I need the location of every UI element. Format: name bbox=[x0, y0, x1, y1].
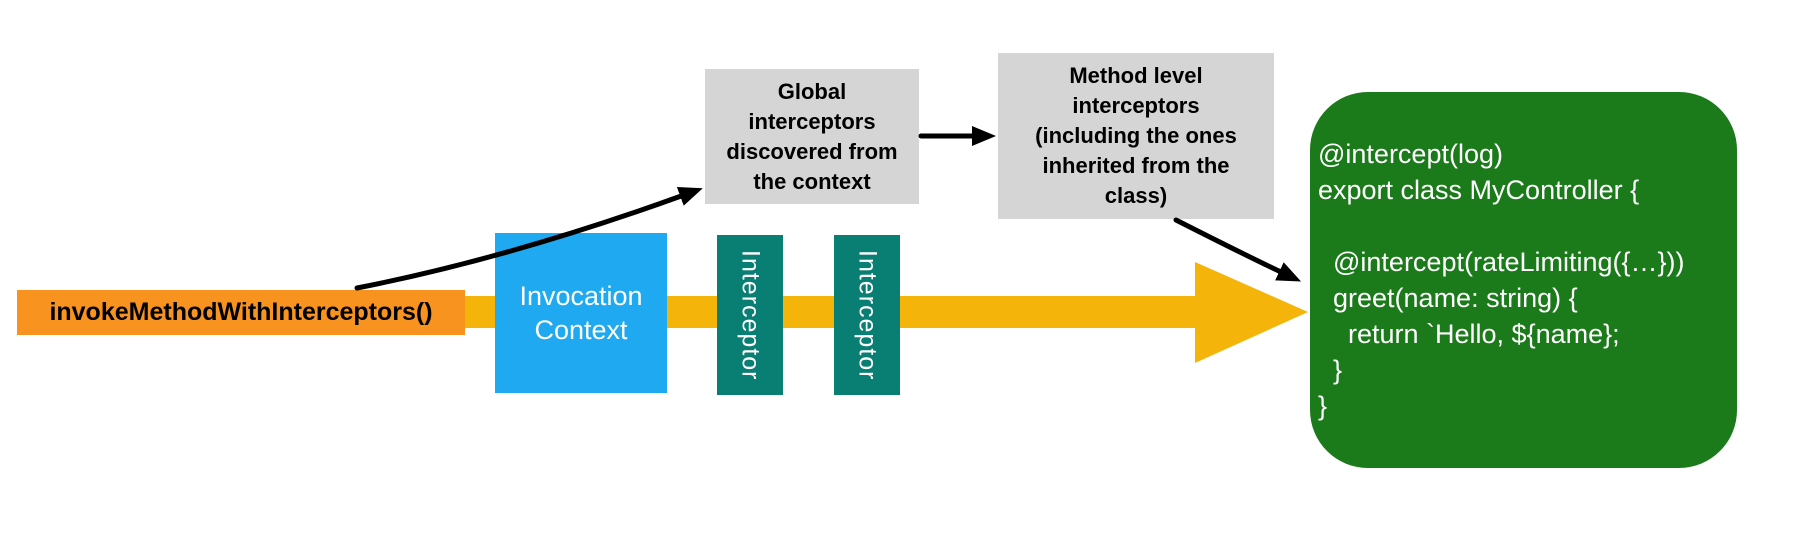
node-invoke-method: invokeMethodWithInterceptors() bbox=[17, 290, 465, 335]
node-interceptor-2: Interceptor bbox=[834, 235, 900, 395]
invoke-method-label: invokeMethodWithInterceptors() bbox=[49, 298, 433, 326]
interceptor-2-label: Interceptor bbox=[853, 249, 882, 381]
node-global-interceptors: Global interceptors discovered from the … bbox=[705, 69, 919, 204]
node-interceptor-1: Interceptor bbox=[717, 235, 783, 395]
arrow-method-to-code bbox=[1173, 217, 1302, 282]
interceptor-1-label: Interceptor bbox=[736, 249, 765, 381]
global-interceptors-label: Global interceptors discovered from the … bbox=[726, 78, 898, 194]
invocation-context-label: Invocation Context bbox=[519, 281, 643, 345]
node-invocation-context: Invocation Context bbox=[495, 233, 667, 393]
node-method-interceptors: Method level interceptors (including the… bbox=[998, 53, 1274, 219]
node-controller-code: @intercept(log) export class MyControlle… bbox=[1310, 92, 1737, 468]
controller-code-text: @intercept(log) export class MyControlle… bbox=[1318, 139, 1685, 421]
method-interceptors-label: Method level interceptors (including the… bbox=[1035, 63, 1237, 208]
